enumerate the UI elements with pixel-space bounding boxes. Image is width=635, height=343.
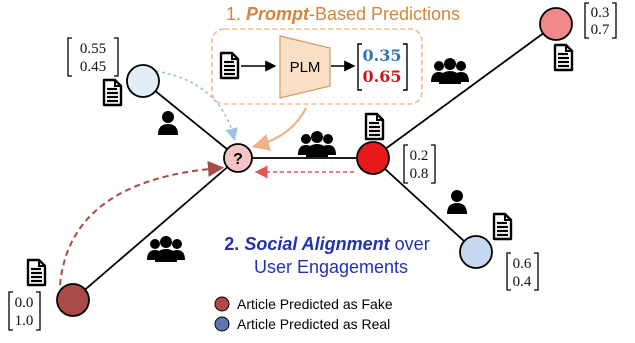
section1-title: 1. Prompt-Based Predictions <box>226 4 460 24</box>
users-icon <box>298 131 336 157</box>
edge-query-bottomleft <box>72 157 239 301</box>
svg-text:0.0: 0.0 <box>15 295 34 311</box>
plm-real-prob: 0.35 <box>363 46 402 65</box>
edge-query-topleft <box>142 80 239 159</box>
svg-text:0.4: 0.4 <box>513 274 532 290</box>
plm-input-document-icon <box>219 51 240 80</box>
legend-real-label: Article Predicted as Real <box>237 316 390 332</box>
node-query <box>223 143 253 173</box>
legend-real-swatch <box>214 316 230 332</box>
plm-label: PLM <box>290 59 321 76</box>
vector-top-right: 0.3 0.7 <box>584 2 617 39</box>
vector-center-right: 0.2 0.8 <box>403 144 436 184</box>
legend: Article Predicted as Fake Article Predic… <box>214 296 393 332</box>
node-bottom-left <box>56 283 90 317</box>
node-bottom-right <box>459 235 493 269</box>
svg-text:0.45: 0.45 <box>80 59 106 75</box>
svg-text:0.55: 0.55 <box>80 41 106 57</box>
node-top-right <box>539 7 573 41</box>
section2-subtitle: User Engagements <box>254 257 408 277</box>
node-center-right <box>356 141 390 175</box>
vector-bottom-right: 0.6 0.4 <box>506 252 539 291</box>
section2-title: 2. Social Alignment over <box>224 234 429 254</box>
users-icon <box>147 236 185 262</box>
plm-to-query-arrow <box>251 107 307 151</box>
plm-fake-prob: 0.65 <box>363 67 402 86</box>
plm-trapezoid <box>279 35 331 99</box>
topleft-to-query-arrow <box>149 69 238 142</box>
svg-text:0.6: 0.6 <box>513 256 532 272</box>
svg-text:0.3: 0.3 <box>591 5 610 21</box>
document-icon <box>102 78 123 107</box>
edge-centerright-topright <box>372 23 557 159</box>
plm-box <box>211 28 423 105</box>
plm-vector-bracket-left <box>357 43 362 91</box>
vector-top-left: 0.55 0.45 <box>67 37 119 77</box>
user-icon <box>447 190 467 214</box>
document-icon <box>364 112 385 141</box>
document-icon <box>492 212 513 241</box>
bottomleft-to-query-arrow <box>59 160 224 286</box>
node-query-label: ? <box>233 151 243 168</box>
user-icon <box>158 111 178 135</box>
legend-fake-label: Article Predicted as Fake <box>237 296 393 312</box>
svg-text:0.2: 0.2 <box>410 148 429 164</box>
users-icon <box>431 58 469 84</box>
plm-vector-bracket-right <box>403 43 408 91</box>
svg-text:1.0: 1.0 <box>15 313 34 329</box>
document-icon <box>26 258 47 287</box>
legend-fake-swatch <box>214 296 230 312</box>
svg-text:0.7: 0.7 <box>591 22 610 38</box>
vector-bottom-left: 0.0 1.0 <box>8 291 41 331</box>
node-top-left <box>126 64 160 98</box>
svg-text:0.8: 0.8 <box>410 166 429 182</box>
edge-centerright-bottomright <box>372 157 477 253</box>
document-icon <box>553 43 574 72</box>
